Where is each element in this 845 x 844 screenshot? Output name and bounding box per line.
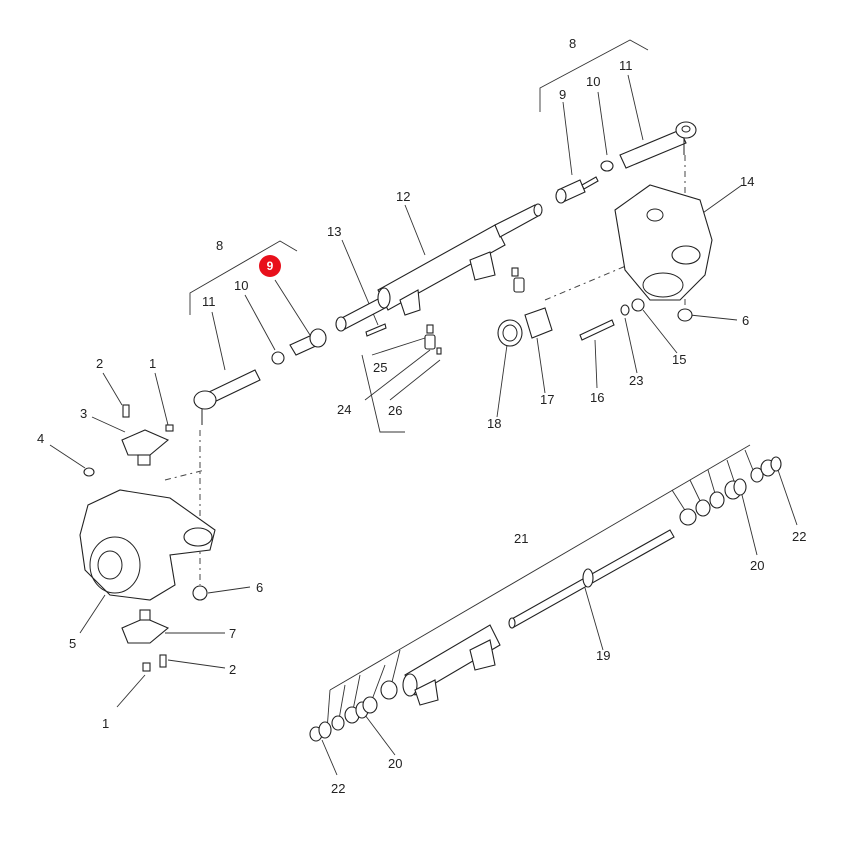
callout-c3: 3 <box>80 406 87 421</box>
callout-c12: 12 <box>396 189 410 204</box>
callout-c15: 15 <box>672 352 686 367</box>
nut-upper <box>600 160 614 172</box>
callout-c19: 19 <box>596 648 610 663</box>
callout-c7: 7 <box>229 626 236 641</box>
callout-c4: 4 <box>37 431 44 446</box>
callout-c6a: 6 <box>742 313 749 328</box>
bolt-2-lower <box>159 654 167 668</box>
steering-knuckle-left <box>79 489 216 601</box>
nut-6-upper <box>677 308 693 322</box>
callout-c1a: 1 <box>149 356 156 371</box>
fittings <box>424 267 525 355</box>
highlight-badge[interactable] <box>259 255 281 277</box>
callout-c20b: 20 <box>388 756 402 771</box>
highlight-label: 9 <box>267 259 274 273</box>
steering-knuckle-right <box>614 184 713 301</box>
nipple-1-upper <box>165 424 174 432</box>
bolt-13 <box>365 323 387 337</box>
callout-c11b: 11 <box>202 294 216 309</box>
nut-15 <box>631 298 645 312</box>
callout-c10a: 10 <box>586 74 600 89</box>
piston-rod <box>508 529 675 629</box>
callout-c18: 18 <box>487 416 501 431</box>
ball-joint-left <box>289 328 327 356</box>
bolt-16 <box>579 319 615 341</box>
highlighted-callout[interactable]: 9 <box>259 255 281 277</box>
callout-c10b: 10 <box>234 278 248 293</box>
callout-c20a: 20 <box>750 558 764 573</box>
cylinder-barrel <box>402 624 501 706</box>
nipple-1-lower <box>142 662 151 672</box>
bolt-2-upper <box>122 404 130 418</box>
seal-18 <box>497 319 523 347</box>
callout-c21: 21 <box>514 531 528 546</box>
callout-c8a: 8 <box>569 36 576 51</box>
cap-7 <box>121 609 170 644</box>
callout-c22a: 22 <box>792 529 806 544</box>
callout-c13: 13 <box>327 224 341 239</box>
callout-c5: 5 <box>69 636 76 651</box>
callout-c2b: 2 <box>229 662 236 677</box>
washer-23 <box>620 304 630 316</box>
seal-rings-right <box>679 456 782 526</box>
callout-c16: 16 <box>590 390 604 405</box>
nut-6-left <box>192 585 208 601</box>
callout-c11a: 11 <box>619 58 633 73</box>
callout-c2a: 2 <box>96 356 103 371</box>
seal-rings-left <box>309 680 398 742</box>
callout-c17: 17 <box>540 392 554 407</box>
callout-c14: 14 <box>740 174 754 189</box>
callout-c23: 23 <box>629 373 643 388</box>
callout-c22b: 22 <box>331 781 345 796</box>
callout-c8b: 8 <box>216 238 223 253</box>
bushing-17 <box>524 307 553 339</box>
callout-c26: 26 <box>388 403 402 418</box>
plug-4 <box>83 467 95 477</box>
steering-cylinder <box>335 203 543 332</box>
callout-c25: 25 <box>373 360 387 375</box>
tie-rod-end-upper <box>619 121 697 169</box>
callout-labels: 8 10 9 11 14 12 13 8 10 11 2 1 3 4 25 24… <box>37 36 806 796</box>
ball-joint-upper <box>555 176 599 204</box>
callout-c6b: 6 <box>256 580 263 595</box>
callout-c1b: 1 <box>102 716 109 731</box>
parts <box>79 121 782 742</box>
nut-left <box>271 351 285 365</box>
callout-c9a: 9 <box>559 87 566 102</box>
center-lines <box>164 155 686 585</box>
cap-3 <box>121 429 170 466</box>
callout-c24: 24 <box>337 402 351 417</box>
tie-rod-end-left <box>193 369 261 425</box>
